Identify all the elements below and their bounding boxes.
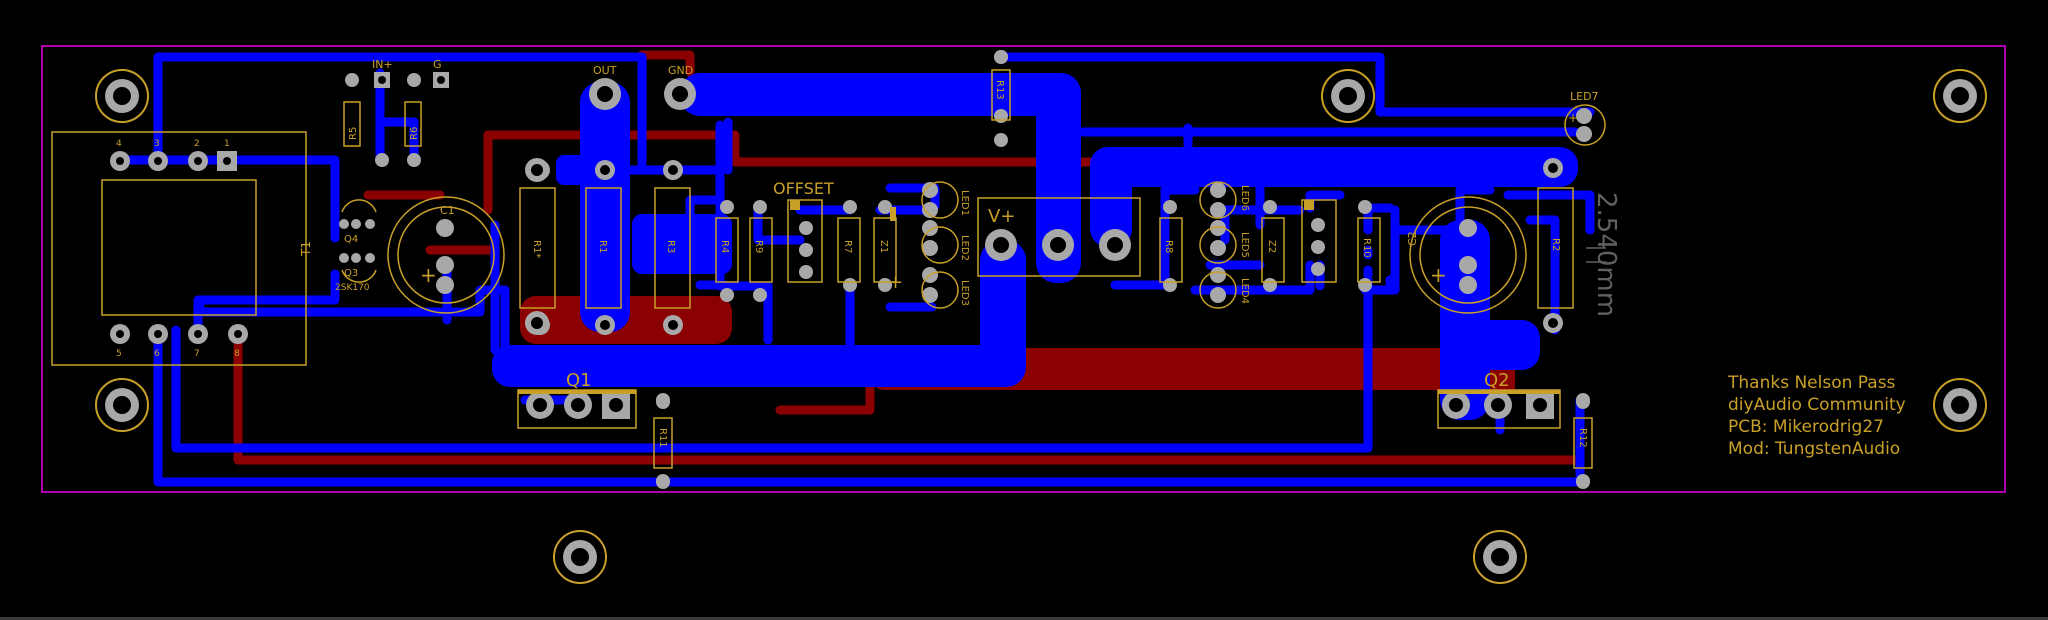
rail-label: V+ <box>988 206 1015 227</box>
credit-line: diyAudio Community <box>1728 395 1906 415</box>
r4-label: R4 <box>719 240 730 253</box>
svg-text:+: + <box>1568 111 1578 125</box>
c2-label: C2 <box>1406 231 1419 246</box>
q4-part-label: 2SK170 <box>335 283 370 293</box>
rail-pad <box>985 229 1017 261</box>
c1-plus: + <box>420 263 437 287</box>
out-label: OUT <box>593 64 617 77</box>
mounting-hole <box>1933 69 1987 123</box>
board-outline <box>41 45 2006 493</box>
mounting-hole <box>1321 69 1375 123</box>
transformer-pin-label: 4 <box>116 139 122 149</box>
r6-label: R6 <box>409 127 420 140</box>
c2-plus: + <box>1430 263 1447 287</box>
q2-pads <box>1442 391 1554 419</box>
offset-label: OFFSET <box>773 179 834 198</box>
led6-label: LED6 <box>1239 185 1250 211</box>
transformer-pin <box>110 151 130 171</box>
mounting-hole <box>95 69 149 123</box>
dimension-label: 2.540mm <box>1591 192 1621 317</box>
r13-label: R13 <box>994 80 1005 100</box>
r12-label: R12 <box>1577 428 1588 448</box>
led2-label: LED2 <box>959 235 970 261</box>
credit-line: Thanks Nelson Pass <box>1727 373 1896 393</box>
credit-line: Mod: TungstenAudio <box>1728 439 1900 459</box>
q1-label: Q1 <box>566 370 592 391</box>
transformer-pin <box>148 151 168 171</box>
r8-label: R8 <box>1163 240 1174 253</box>
transformer-outline <box>51 131 307 366</box>
transformer-pin-label: 3 <box>154 139 160 149</box>
led3-label: LED3 <box>959 280 970 306</box>
gnd-out-label: GND <box>668 64 693 77</box>
led7-label: LED7 <box>1570 90 1599 103</box>
r9-label: R9 <box>753 240 764 253</box>
rail-pad <box>1042 229 1074 261</box>
q1-pads <box>526 391 630 419</box>
bottom-divider <box>0 617 2048 620</box>
transformer-pin <box>110 324 130 344</box>
mounting-hole <box>1473 530 1527 584</box>
z2-label: Z2 <box>1266 240 1277 253</box>
transformer-pin-label: 8 <box>234 349 240 359</box>
credit-line: PCB: Mikerodrig27 <box>1728 417 1884 437</box>
transformer-pin-label: 5 <box>116 349 122 359</box>
gnd-out-pad <box>664 78 696 110</box>
transformer-pin-label: 7 <box>194 349 200 359</box>
c1-label: C1 <box>440 204 455 217</box>
transformer-pin <box>228 324 248 344</box>
transformer-pin <box>188 151 208 171</box>
out-pad <box>589 78 621 110</box>
in-plus-pad <box>374 72 390 88</box>
mounting-hole <box>95 378 149 432</box>
q4-label: Q4 <box>344 234 358 245</box>
mounting-hole <box>1933 378 1987 432</box>
transformer-pin <box>188 324 208 344</box>
c1-outline <box>387 196 505 314</box>
mounting-hole <box>553 530 607 584</box>
r1-label: R1 <box>597 240 608 253</box>
q3-label: Q3 <box>344 268 358 279</box>
transformer-label: T1 <box>299 241 313 257</box>
silkscreen-layer: T1 4 3 2 1 5 6 7 8 IN+ G OUT GND R5 R6 Q… <box>51 58 1906 469</box>
gnd-in-pad <box>433 72 449 88</box>
pads <box>110 50 1592 489</box>
mounting-holes <box>95 69 1987 584</box>
q2-label: Q2 <box>1484 370 1510 391</box>
r7-label: R7 <box>842 240 853 253</box>
z1-label: Z1 <box>878 240 889 253</box>
led4-label: LED4 <box>1239 278 1250 304</box>
led1-label: LED1 <box>959 190 970 216</box>
gnd-in-label: G <box>433 58 442 71</box>
transformer-pin <box>217 151 237 171</box>
bottom-copper-layer <box>115 52 1595 487</box>
rail-pad <box>1099 229 1131 261</box>
transformer-pin-label: 2 <box>194 139 200 149</box>
transformer-pin <box>148 324 168 344</box>
r1-star-label: R1* <box>531 240 542 258</box>
r2-label: R2 <box>1550 238 1561 251</box>
r10-label: R10 <box>1361 238 1372 258</box>
r3-label: R3 <box>665 240 676 253</box>
svg-text:+: + <box>888 272 903 293</box>
c2-outline <box>1409 196 1527 314</box>
transformer-pin-label: 1 <box>224 139 230 149</box>
led5-label: LED5 <box>1239 232 1250 258</box>
transformer-pin-label: 6 <box>154 349 160 359</box>
r11-label: R11 <box>657 428 668 448</box>
r5-label: R5 <box>348 127 359 140</box>
in-plus-label: IN+ <box>372 58 393 71</box>
